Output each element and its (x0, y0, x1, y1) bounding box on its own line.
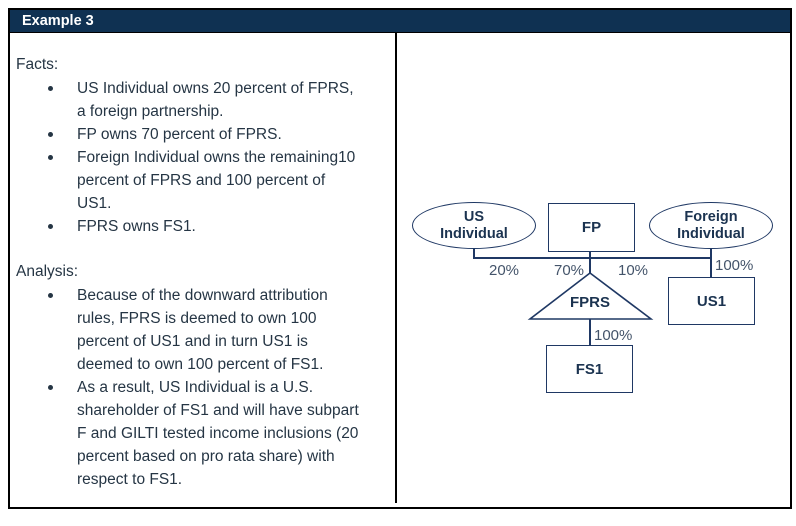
node-us1-label: US1 (696, 292, 727, 310)
node-us1: US1 (668, 277, 755, 325)
node-fs1: FS1 (546, 345, 633, 393)
facts-item: US Individual owns 20 percent of FPRS, a… (48, 77, 359, 123)
example-title: Example 3 (22, 13, 94, 29)
node-fprs-label: FPRS (569, 294, 610, 311)
content-columns: Facts: US Individual owns 20 percent of … (10, 33, 790, 503)
pct-us-individual-fprs: 20% (488, 262, 520, 279)
node-foreign-individual-label: Foreign Individual (677, 208, 745, 242)
pct-fp-fprs: 70% (553, 262, 585, 279)
analysis-heading: Analysis: (16, 263, 79, 280)
ownership-connector-lines (473, 249, 712, 345)
node-us-individual: US Individual (412, 202, 536, 249)
facts-item: FP owns 70 percent of FPRS. (48, 123, 359, 146)
node-fp-label: FP (581, 219, 602, 236)
pct-foreign-individual-us1: 100% (715, 257, 754, 274)
facts-heading: Facts: (16, 56, 59, 73)
example-header: Example 3 (10, 10, 790, 33)
pct-fprs-fs1: 100% (594, 327, 633, 344)
facts-list: US Individual owns 20 percent of FPRS, a… (16, 77, 387, 238)
example-table: Example 3 Facts: US Individual owns 20 p… (8, 8, 792, 509)
node-us-individual-label: US Individual (440, 208, 508, 242)
node-foreign-individual: Foreign Individual (649, 202, 773, 249)
facts-item: FPRS owns FS1. (48, 215, 359, 238)
analysis-list: Because of the downward attribution rule… (16, 284, 387, 491)
facts-item: Foreign Individual owns the remaining10 … (48, 146, 359, 215)
analysis-item: As a result, US Individual is a U.S. sha… (48, 376, 359, 491)
node-fs1-label: FS1 (575, 360, 604, 378)
diagram-cell: US Individual FP Foreign Individual FPRS… (397, 33, 790, 503)
node-fp: FP (548, 203, 635, 252)
pct-foreign-individual-fprs: 10% (617, 262, 649, 279)
analysis-item: Because of the downward attribution rule… (48, 284, 359, 376)
text-cell: Facts: US Individual owns 20 percent of … (10, 33, 397, 503)
